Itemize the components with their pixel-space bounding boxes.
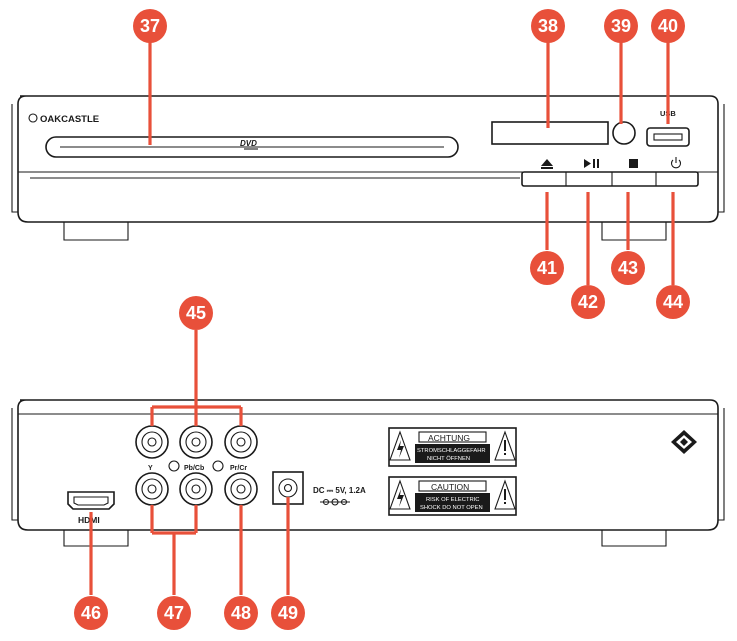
label-pr: Pr/Cr	[230, 465, 247, 472]
play-pause-button[interactable]	[584, 159, 599, 168]
warning-de-line1: STROMSCHLAGGEFAHR	[417, 448, 486, 454]
svg-text:49: 49	[278, 603, 298, 623]
jack-av-left[interactable]	[135, 472, 169, 506]
lightning-warning-icon	[389, 430, 411, 461]
disc-tray-slot[interactable]	[45, 136, 459, 158]
brand-logo: OAKCASTLE	[28, 113, 99, 125]
callout-47: 47	[157, 596, 191, 630]
warning-de-line2: NICHT ÖFFNEN	[427, 455, 470, 462]
lightning-warning-icon	[389, 479, 411, 510]
exclamation-warning-icon	[494, 479, 516, 510]
dc-label: DC ⎓ 5V, 1.2A	[313, 486, 366, 495]
svg-text:38: 38	[538, 16, 558, 36]
svg-text:46: 46	[81, 603, 101, 623]
svg-text:37: 37	[140, 16, 160, 36]
svg-text:44: 44	[663, 292, 683, 312]
callout-44: 44	[656, 285, 690, 319]
front-foot-right	[601, 222, 667, 241]
jack-pb[interactable]	[179, 425, 213, 459]
svg-text:39: 39	[611, 16, 631, 36]
svg-text:45: 45	[186, 303, 206, 323]
callout-40: 40	[651, 9, 685, 43]
play-pause-icon	[584, 159, 591, 168]
front-right-edge	[718, 104, 725, 213]
brand-emblem-icon	[28, 113, 38, 123]
svg-text:42: 42	[578, 292, 598, 312]
callout-46: 46	[74, 596, 108, 630]
screw-icon	[168, 460, 180, 472]
front-left-edge	[11, 104, 18, 213]
rear-body	[17, 399, 719, 531]
display-window	[491, 121, 609, 145]
exclamation-warning-icon	[494, 430, 516, 461]
label-pb: Pb/Cb	[184, 465, 204, 472]
rear-foot-right	[601, 530, 667, 547]
callout-leaders	[89, 38, 675, 595]
callout-41: 41	[530, 251, 564, 285]
front-panel: OAKCASTLE DVD USB	[11, 95, 725, 241]
jack-av-middle[interactable]	[179, 472, 213, 506]
callout-39: 39	[604, 9, 638, 43]
power-button[interactable]	[670, 157, 682, 169]
callout-45: 45	[179, 296, 213, 330]
warning-en-title: CAUTION	[431, 482, 469, 492]
callout-42: 42	[571, 285, 605, 319]
eject-button[interactable]	[541, 159, 553, 169]
svg-text:47: 47	[164, 603, 184, 623]
dvd-logo: DVD	[240, 139, 257, 148]
label-y: Y	[148, 465, 153, 472]
front-foot-left	[63, 222, 129, 241]
jack-video[interactable]	[224, 472, 258, 506]
polarity-icon	[320, 498, 350, 506]
callout-49: 49	[271, 596, 305, 630]
button-strip	[521, 171, 699, 187]
power-icon	[670, 159, 682, 169]
screw-icon	[212, 460, 224, 472]
ir-sensor	[612, 121, 636, 145]
rear-panel: Y Pb/Cb Pr/Cr HDMI DC ⎓ 5V, 1.2A	[11, 399, 725, 547]
callout-48: 48	[224, 596, 258, 630]
warning-en-line2: SHOCK DO NOT OPEN	[420, 505, 483, 511]
jack-pr[interactable]	[224, 425, 258, 459]
usb-port[interactable]	[646, 127, 690, 147]
hdmi-label: HDMI	[78, 515, 100, 525]
warning-label-german: ACHTUNG STROMSCHLAGGEFAHR NICHT ÖFFNEN	[388, 427, 517, 467]
warning-en-line1: RISK OF ELECTRIC	[426, 497, 479, 503]
stop-icon	[629, 159, 638, 168]
brand-name: OAKCASTLE	[40, 114, 99, 125]
front-body	[17, 95, 719, 223]
svg-text:43: 43	[618, 258, 638, 278]
callout-37: 37	[133, 9, 167, 43]
rear-foot-left	[63, 530, 129, 547]
rear-logo-icon	[671, 430, 697, 454]
warning-de-title: ACHTUNG	[428, 433, 470, 443]
callout-43: 43	[611, 251, 645, 285]
eject-icon	[541, 159, 553, 166]
svg-text:41: 41	[537, 258, 557, 278]
callout-38: 38	[531, 9, 565, 43]
svg-text:40: 40	[658, 16, 678, 36]
warning-label-english: CAUTION RISK OF ELECTRIC SHOCK DO NOT OP…	[388, 476, 517, 516]
usb-port-inner	[653, 133, 683, 141]
hdmi-port[interactable]	[67, 491, 115, 510]
jack-y[interactable]	[135, 425, 169, 459]
stop-button[interactable]	[629, 159, 638, 168]
svg-text:48: 48	[231, 603, 251, 623]
